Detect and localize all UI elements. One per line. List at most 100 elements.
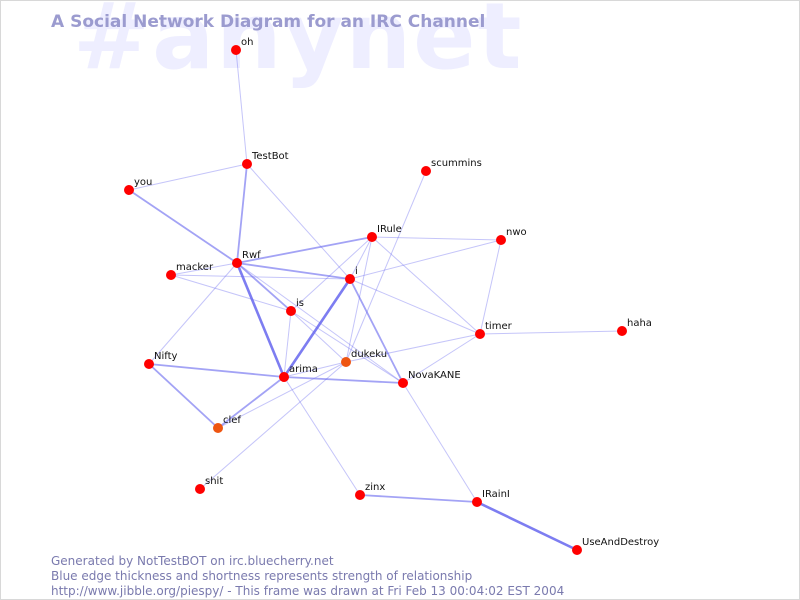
node-is[interactable]: is	[286, 298, 304, 316]
node-label-you: you	[134, 177, 152, 188]
footer: Generated by NotTestBOT on irc.bluecherr…	[51, 554, 564, 599]
edge-you-Rwf	[128, 189, 238, 264]
node-dot-TestBot	[242, 159, 252, 169]
edge-arima-NovaKANE	[283, 376, 404, 384]
node-NovaKANE[interactable]: NovaKANE	[398, 370, 461, 388]
node-i[interactable]: i	[345, 266, 358, 284]
node-label-Rwf: Rwf	[242, 250, 261, 261]
node-label-dukeku: dukeku	[351, 349, 387, 360]
edge-Rwf-i	[236, 262, 351, 280]
edge-IRule-is	[290, 236, 373, 312]
node-dot-NovaKANE	[398, 378, 408, 388]
node-dot-oh	[231, 45, 241, 55]
node-dot-is	[286, 306, 296, 316]
node-dot-macker	[166, 270, 176, 280]
node-label-zinx: zinx	[365, 482, 385, 493]
edge-Rwf-is	[236, 262, 292, 312]
node-dukeku[interactable]: dukeku	[341, 349, 387, 367]
node-label-macker: macker	[176, 262, 214, 273]
edge-arima-zinx	[283, 376, 361, 496]
node-dot-zinx	[355, 490, 365, 500]
node-arima[interactable]: arima	[279, 364, 318, 382]
footer-legend-note: Blue edge thickness and shortness repres…	[51, 569, 473, 583]
edge-arima-Nifty	[148, 363, 285, 378]
node-TestBot[interactable]: TestBot	[242, 151, 289, 169]
node-label-nwo: nwo	[506, 227, 527, 238]
node-dot-timer	[475, 329, 485, 339]
edge-i-arima	[282, 278, 352, 378]
node-label-NovaKANE: NovaKANE	[408, 370, 461, 381]
edge-arima-clef	[217, 376, 285, 429]
edge-IRule-dukeku	[345, 236, 373, 363]
node-dot-IRainI	[472, 497, 482, 507]
edge-is-arima	[283, 310, 292, 378]
node-dot-you	[124, 185, 134, 195]
node-oh[interactable]: oh	[231, 37, 253, 55]
edge-IRule-nwo	[371, 236, 502, 241]
footer-url-timestamp: http://www.jibble.org/piespy/ - This fra…	[51, 584, 565, 598]
node-dot-clef	[213, 423, 223, 433]
node-haha[interactable]: haha	[617, 318, 652, 336]
node-label-Nifty: Nifty	[154, 351, 178, 362]
node-IRainI[interactable]: IRainI	[472, 489, 510, 507]
edge-Rwf-macker	[170, 262, 238, 276]
node-dot-arima	[279, 372, 289, 382]
node-dot-nwo	[496, 235, 506, 245]
node-label-shit: shit	[205, 476, 223, 487]
edge-is-dukeku	[290, 310, 347, 363]
edge-is-NovaKANE	[290, 310, 404, 384]
node-label-TestBot: TestBot	[251, 151, 289, 162]
node-label-i: i	[355, 266, 358, 277]
node-dot-Rwf	[232, 258, 242, 268]
edge-oh-TestBot	[235, 49, 248, 165]
edge-layer	[128, 49, 623, 552]
node-label-haha: haha	[627, 318, 652, 329]
node-dot-dukeku	[341, 357, 351, 367]
footer-generated-by: Generated by NotTestBOT on irc.bluecherr…	[51, 554, 334, 568]
edge-Nifty-clef	[148, 363, 219, 429]
node-scummins[interactable]: scummins	[421, 158, 482, 176]
node-dot-scummins	[421, 166, 431, 176]
node-Rwf[interactable]: Rwf	[232, 250, 261, 268]
node-label-scummins: scummins	[431, 158, 482, 169]
node-zinx[interactable]: zinx	[355, 482, 385, 500]
node-dot-IRule	[367, 232, 377, 242]
node-shit[interactable]: shit	[195, 476, 223, 494]
edge-macker-is	[170, 274, 292, 312]
edge-dukeku-arima	[283, 361, 347, 378]
edge-IRule-timer	[371, 236, 481, 335]
node-label-UseAndDestroy: UseAndDestroy	[582, 537, 659, 548]
edge-dukeku-shit	[199, 361, 347, 490]
node-dot-i	[345, 274, 355, 284]
node-clef[interactable]: clef	[213, 415, 241, 433]
edge-IRainI-UseAndDestroy	[476, 500, 578, 552]
node-dot-shit	[195, 484, 205, 494]
edge-i-NovaKANE	[349, 278, 404, 384]
edge-IRule-i	[349, 236, 373, 280]
edge-timer-NovaKANE	[402, 333, 481, 384]
edge-Rwf-Nifty	[148, 262, 238, 365]
node-Nifty[interactable]: Nifty	[144, 351, 178, 369]
edge-TestBot-Rwf	[236, 163, 248, 264]
edge-TestBot-you	[128, 163, 248, 191]
edge-TestBot-i	[246, 163, 351, 280]
node-label-is: is	[296, 298, 304, 309]
edge-zinx-IRainI	[359, 494, 478, 503]
node-IRule[interactable]: IRule	[367, 224, 402, 242]
node-label-clef: clef	[223, 415, 241, 426]
edge-nwo-timer	[479, 239, 502, 335]
node-UseAndDestroy[interactable]: UseAndDestroy	[572, 537, 659, 555]
node-macker[interactable]: macker	[166, 262, 214, 280]
channel-watermark: #anynet	[73, 0, 524, 90]
node-label-arima: arima	[289, 364, 318, 375]
node-nwo[interactable]: nwo	[496, 227, 527, 245]
node-dot-haha	[617, 326, 627, 336]
edge-timer-dukeku	[345, 333, 481, 363]
node-you[interactable]: you	[124, 177, 152, 195]
node-label-oh: oh	[241, 37, 253, 48]
edge-Rwf-arima	[235, 262, 286, 378]
node-timer[interactable]: timer	[475, 321, 513, 339]
edge-NovaKANE-IRainI	[402, 382, 478, 503]
